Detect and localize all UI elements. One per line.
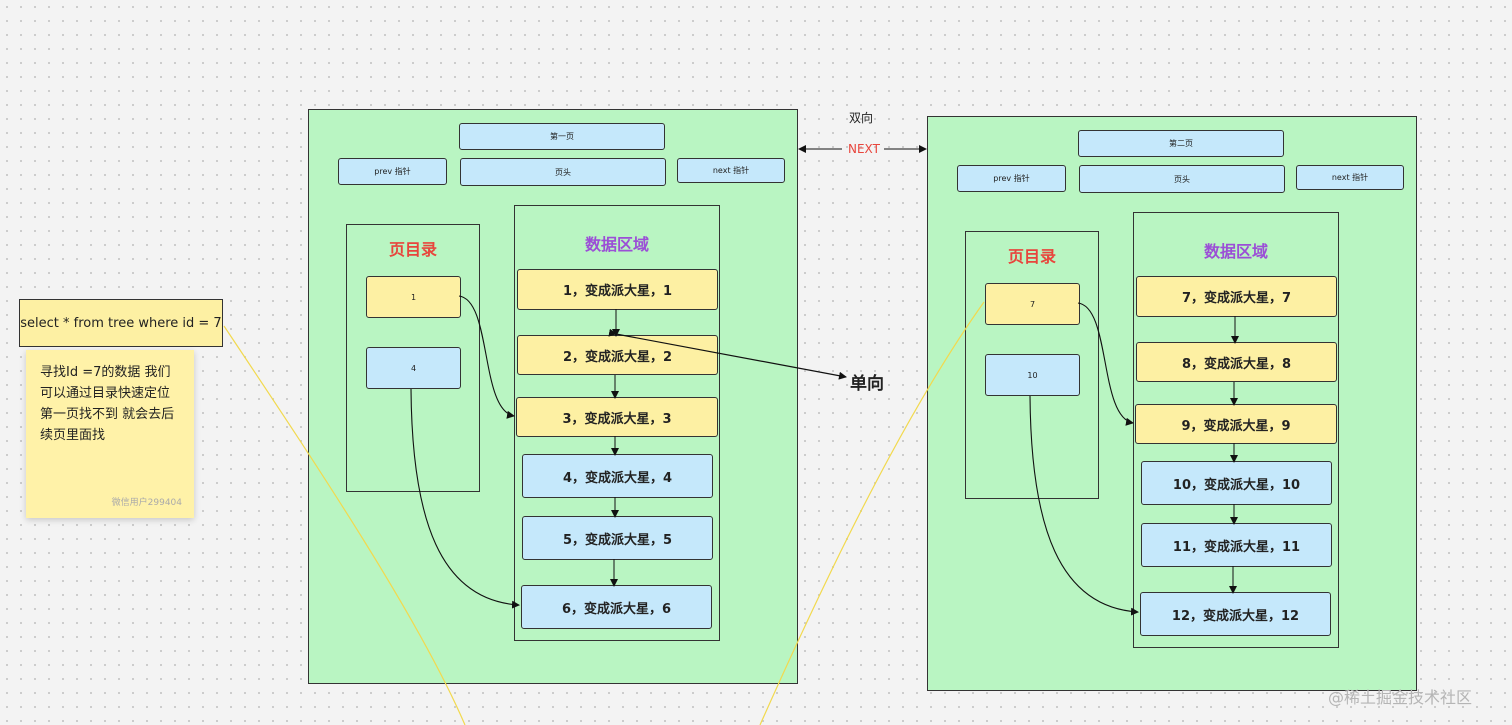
p1-dir4-to-row6 xyxy=(410,388,520,609)
next-label: NEXT xyxy=(848,142,880,156)
unidirectional-label: 单向 xyxy=(850,374,884,394)
page-1: 第一页 prev 指针 页头 next 指针 页目录 1 4 数据区域 1，变成… xyxy=(308,109,798,684)
page-1-header: 页头 xyxy=(460,158,666,186)
page-1-row-3: 3，变成派大星，3 xyxy=(516,397,718,437)
page-2-row-11: 11，变成派大星，11 xyxy=(1141,523,1332,567)
page-1-row-6: 6，变成派大星，6 xyxy=(521,585,712,629)
page-1-row-4: 4，变成派大星，4 xyxy=(522,454,713,498)
page-2-directory-slot-7: 7 xyxy=(985,283,1080,325)
watermark: @稀土掘金技术社区 xyxy=(1328,688,1473,707)
page-2-title: 第二页 xyxy=(1078,130,1284,157)
page-1-directory-slot-1: 1 xyxy=(366,276,461,318)
page-1-title: 第一页 xyxy=(459,123,665,150)
guide-line-page2 xyxy=(759,301,985,725)
single-direction-arrow xyxy=(608,328,847,380)
page-1-next-pointer: next 指针 xyxy=(677,158,785,183)
sticky-note-text: 寻找Id =7的数据 我们可以通过目录快速定位 第一页找不到 就会去后续页里面找 xyxy=(40,365,175,443)
p2-dir10-to-row12 xyxy=(1029,395,1139,616)
page-2-next-pointer: next 指针 xyxy=(1296,165,1404,190)
sticky-note: 寻找Id =7的数据 我们可以通过目录快速定位 第一页找不到 就会去后续页里面找… xyxy=(26,350,194,518)
page-2-data-title: 数据区域 xyxy=(1203,242,1268,261)
page-2-directory-title: 页目录 xyxy=(1007,247,1056,266)
p2-dir7-to-row9 xyxy=(1077,302,1134,426)
page-1-directory-slot-4: 4 xyxy=(366,347,461,389)
page-2-header: 页头 xyxy=(1079,165,1285,193)
page-2-data-area: 数据区域 7，变成派大星，7 8，变成派大星，8 9，变成派大星，9 10，变成… xyxy=(1133,212,1339,648)
page-2-row-7: 7，变成派大星，7 xyxy=(1136,276,1337,317)
page-2: 第二页 prev 指针 页头 next 指针 页目录 7 10 数据区域 7，变… xyxy=(927,116,1417,691)
sticky-note-author: 微信用户299404 xyxy=(111,498,182,508)
page-1-directory: 页目录 1 4 xyxy=(346,224,480,492)
sql-query-box: select * from tree where id = 7 xyxy=(19,299,223,347)
page-2-row-9: 9，变成派大星，9 xyxy=(1135,404,1337,444)
page-1-prev-pointer: prev 指针 xyxy=(338,158,447,185)
p1-dir1-to-row3 xyxy=(458,295,515,419)
page-2-prev-pointer: prev 指针 xyxy=(957,165,1066,192)
guide-line-sql xyxy=(223,325,466,725)
page-1-directory-title: 页目录 xyxy=(388,240,437,259)
page-2-row-8: 8，变成派大星，8 xyxy=(1136,342,1337,382)
page-2-directory: 页目录 7 10 xyxy=(965,231,1099,499)
page-1-data-title: 数据区域 xyxy=(584,235,649,254)
page-1-row-1: 1，变成派大星，1 xyxy=(517,269,718,310)
page-2-directory-slot-10: 10 xyxy=(985,354,1080,396)
page-1-row-5: 5，变成派大星，5 xyxy=(522,516,713,560)
bidirectional-label: 双向 xyxy=(849,111,874,125)
